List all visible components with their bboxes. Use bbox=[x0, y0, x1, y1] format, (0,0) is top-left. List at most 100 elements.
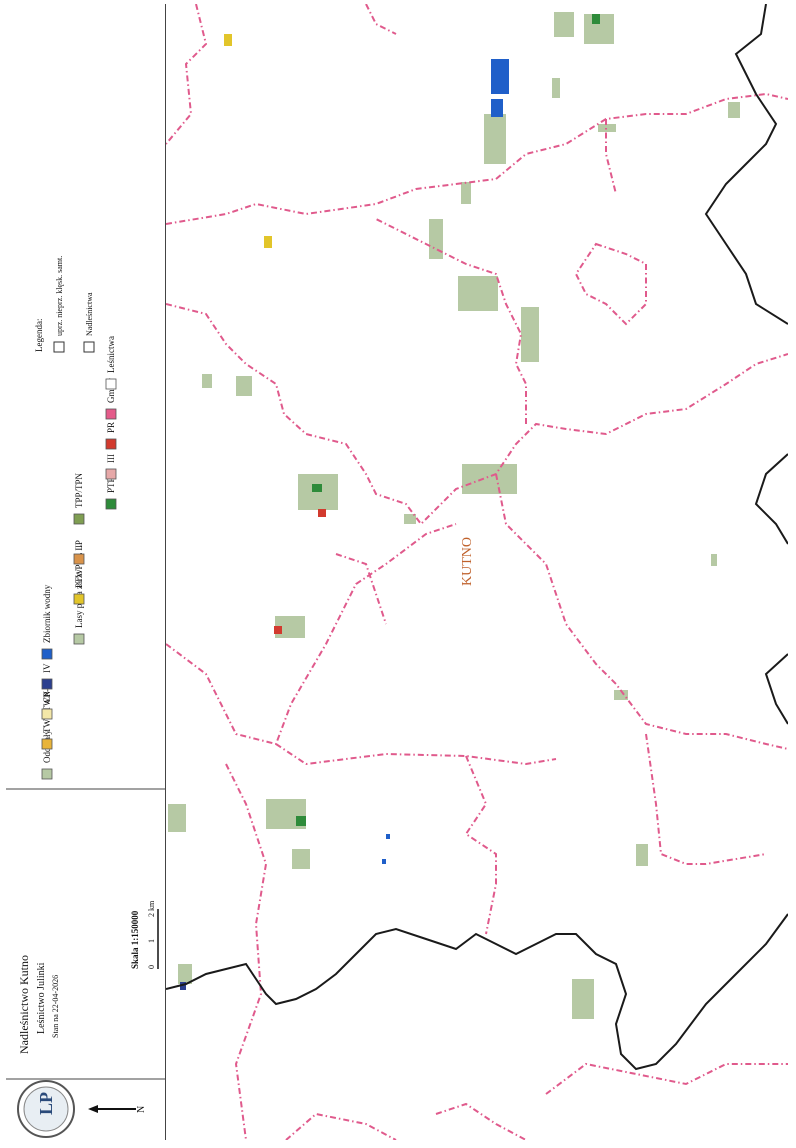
gmina-border bbox=[166, 4, 208, 145]
forest-patch bbox=[711, 554, 717, 566]
north-label: N bbox=[136, 1106, 147, 1113]
legend-swatch bbox=[105, 378, 117, 390]
legend-label: Gminy bbox=[106, 377, 116, 403]
forest-patch bbox=[202, 374, 212, 388]
legend-label: IV bbox=[42, 663, 52, 673]
legend-label: PR bbox=[106, 422, 116, 433]
forest-patch bbox=[275, 616, 305, 638]
gmina-border bbox=[574, 242, 647, 326]
gmina-border bbox=[464, 755, 497, 935]
legend-swatch bbox=[41, 708, 53, 720]
legend-swatch bbox=[83, 341, 95, 353]
legend-swatch bbox=[41, 768, 53, 780]
scale-tick-2: 2 km bbox=[147, 900, 156, 917]
scale-tick-1: 1 bbox=[147, 939, 156, 943]
legend-swatch bbox=[73, 593, 85, 605]
legend-swatch bbox=[53, 341, 65, 353]
ptp-patch bbox=[296, 816, 306, 826]
legend-svg: LP N Nadleśnictwo Kutno Leśnictwo Julink… bbox=[6, 256, 166, 1138]
map-subtitle: Leśnictwo Julinki bbox=[36, 962, 47, 1034]
map-svg[interactable]: KUTNO bbox=[166, 4, 788, 1140]
gmina-border bbox=[225, 763, 268, 1140]
legend-swatch bbox=[41, 678, 53, 690]
forest-patch bbox=[461, 182, 471, 204]
legend-label: uprz. nieprz. klęsk. samt. bbox=[55, 256, 64, 336]
map-title: Nadleśnictwo Kutno bbox=[17, 955, 31, 1054]
gmina-borders bbox=[166, 4, 788, 1140]
district-border-line bbox=[754, 453, 788, 545]
pr-patch bbox=[274, 626, 282, 634]
gmina-border bbox=[166, 303, 788, 526]
district-border-line bbox=[166, 913, 788, 1071]
district-border-line bbox=[764, 653, 788, 725]
legend-label: PTW bbox=[74, 568, 84, 588]
water-body bbox=[491, 59, 509, 94]
scale-tick-0: 0 bbox=[147, 965, 156, 969]
legend-swatch bbox=[73, 633, 85, 645]
legend-column-3: PTP III PR Gminy Leśnictwa bbox=[105, 336, 117, 510]
legend-heading: Legenda: bbox=[34, 319, 44, 352]
legend-label: Nadleśnictwa bbox=[85, 292, 94, 336]
legend-swatch bbox=[105, 408, 117, 420]
legend-label: PTP bbox=[106, 477, 116, 493]
iv-patch bbox=[180, 982, 186, 990]
gmina-border bbox=[435, 1102, 527, 1140]
north-arrow-icon: N bbox=[88, 1105, 147, 1113]
ptp-patch bbox=[312, 484, 322, 492]
forest-patch bbox=[636, 844, 648, 866]
map-date: Stan na 22-04-2026 bbox=[51, 975, 60, 1038]
pr-patch bbox=[318, 509, 326, 517]
forest-patch bbox=[236, 376, 252, 396]
legend-label: CP-P bbox=[42, 684, 52, 703]
water-body bbox=[386, 834, 390, 839]
legend-swatch bbox=[73, 553, 85, 565]
forest-patches bbox=[168, 12, 740, 1019]
legend-swatch bbox=[41, 648, 53, 660]
map-canvas[interactable]: KUTNO bbox=[166, 4, 788, 1140]
legend-label: Lasy poza zarz. PGL LP bbox=[74, 540, 84, 628]
gmina-border bbox=[545, 1062, 788, 1095]
forest-patch bbox=[614, 690, 628, 700]
forest-patch bbox=[728, 102, 740, 118]
legend-label: TPP/TPN bbox=[74, 472, 84, 508]
legend-column-4: Legenda: uprz. nieprz. klęsk. samt. Nadleś… bbox=[34, 256, 95, 353]
forest-patch bbox=[462, 464, 517, 494]
forest-patch bbox=[458, 276, 498, 311]
forest-patch bbox=[552, 78, 560, 98]
gmina-border bbox=[275, 743, 557, 766]
forest-patch bbox=[521, 307, 539, 362]
gmina-border bbox=[375, 218, 527, 424]
ptw-patch bbox=[224, 34, 232, 46]
legend-label: III bbox=[106, 454, 116, 463]
legend-swatch bbox=[41, 738, 53, 750]
forest-patch bbox=[292, 849, 310, 869]
forest-patch bbox=[168, 804, 186, 832]
forest-patch bbox=[484, 114, 506, 164]
gmina-border bbox=[495, 473, 788, 750]
nadlesnictwo-border bbox=[166, 4, 788, 1071]
legend-label: I bbox=[74, 545, 84, 548]
forest-patch bbox=[554, 12, 574, 37]
legend-label: Leśnictwa bbox=[106, 336, 116, 373]
gmina-border bbox=[365, 4, 397, 35]
legend-swatch bbox=[105, 498, 117, 510]
forest-patch bbox=[572, 979, 594, 1019]
forest-patch bbox=[178, 964, 192, 984]
gmina-border bbox=[166, 92, 788, 225]
legend-label: Zbiornik wodny bbox=[42, 584, 52, 643]
legend-panel: LP N Nadleśnictwo Kutno Leśnictwo Julink… bbox=[6, 4, 166, 1140]
legend-swatch bbox=[105, 468, 117, 480]
town-label-kutno: KUTNO bbox=[460, 537, 475, 586]
district-border-line bbox=[704, 4, 788, 325]
gmina-border bbox=[335, 553, 387, 625]
forest-patch bbox=[429, 219, 443, 259]
svg-text:LP: LP bbox=[36, 1092, 56, 1115]
forest-patch bbox=[404, 514, 416, 524]
ptp-patch bbox=[592, 14, 600, 24]
forest-service-logo-icon: LP bbox=[17, 1080, 75, 1138]
water-body bbox=[491, 99, 503, 117]
water-body bbox=[382, 859, 386, 864]
ptw-patch bbox=[264, 236, 272, 248]
